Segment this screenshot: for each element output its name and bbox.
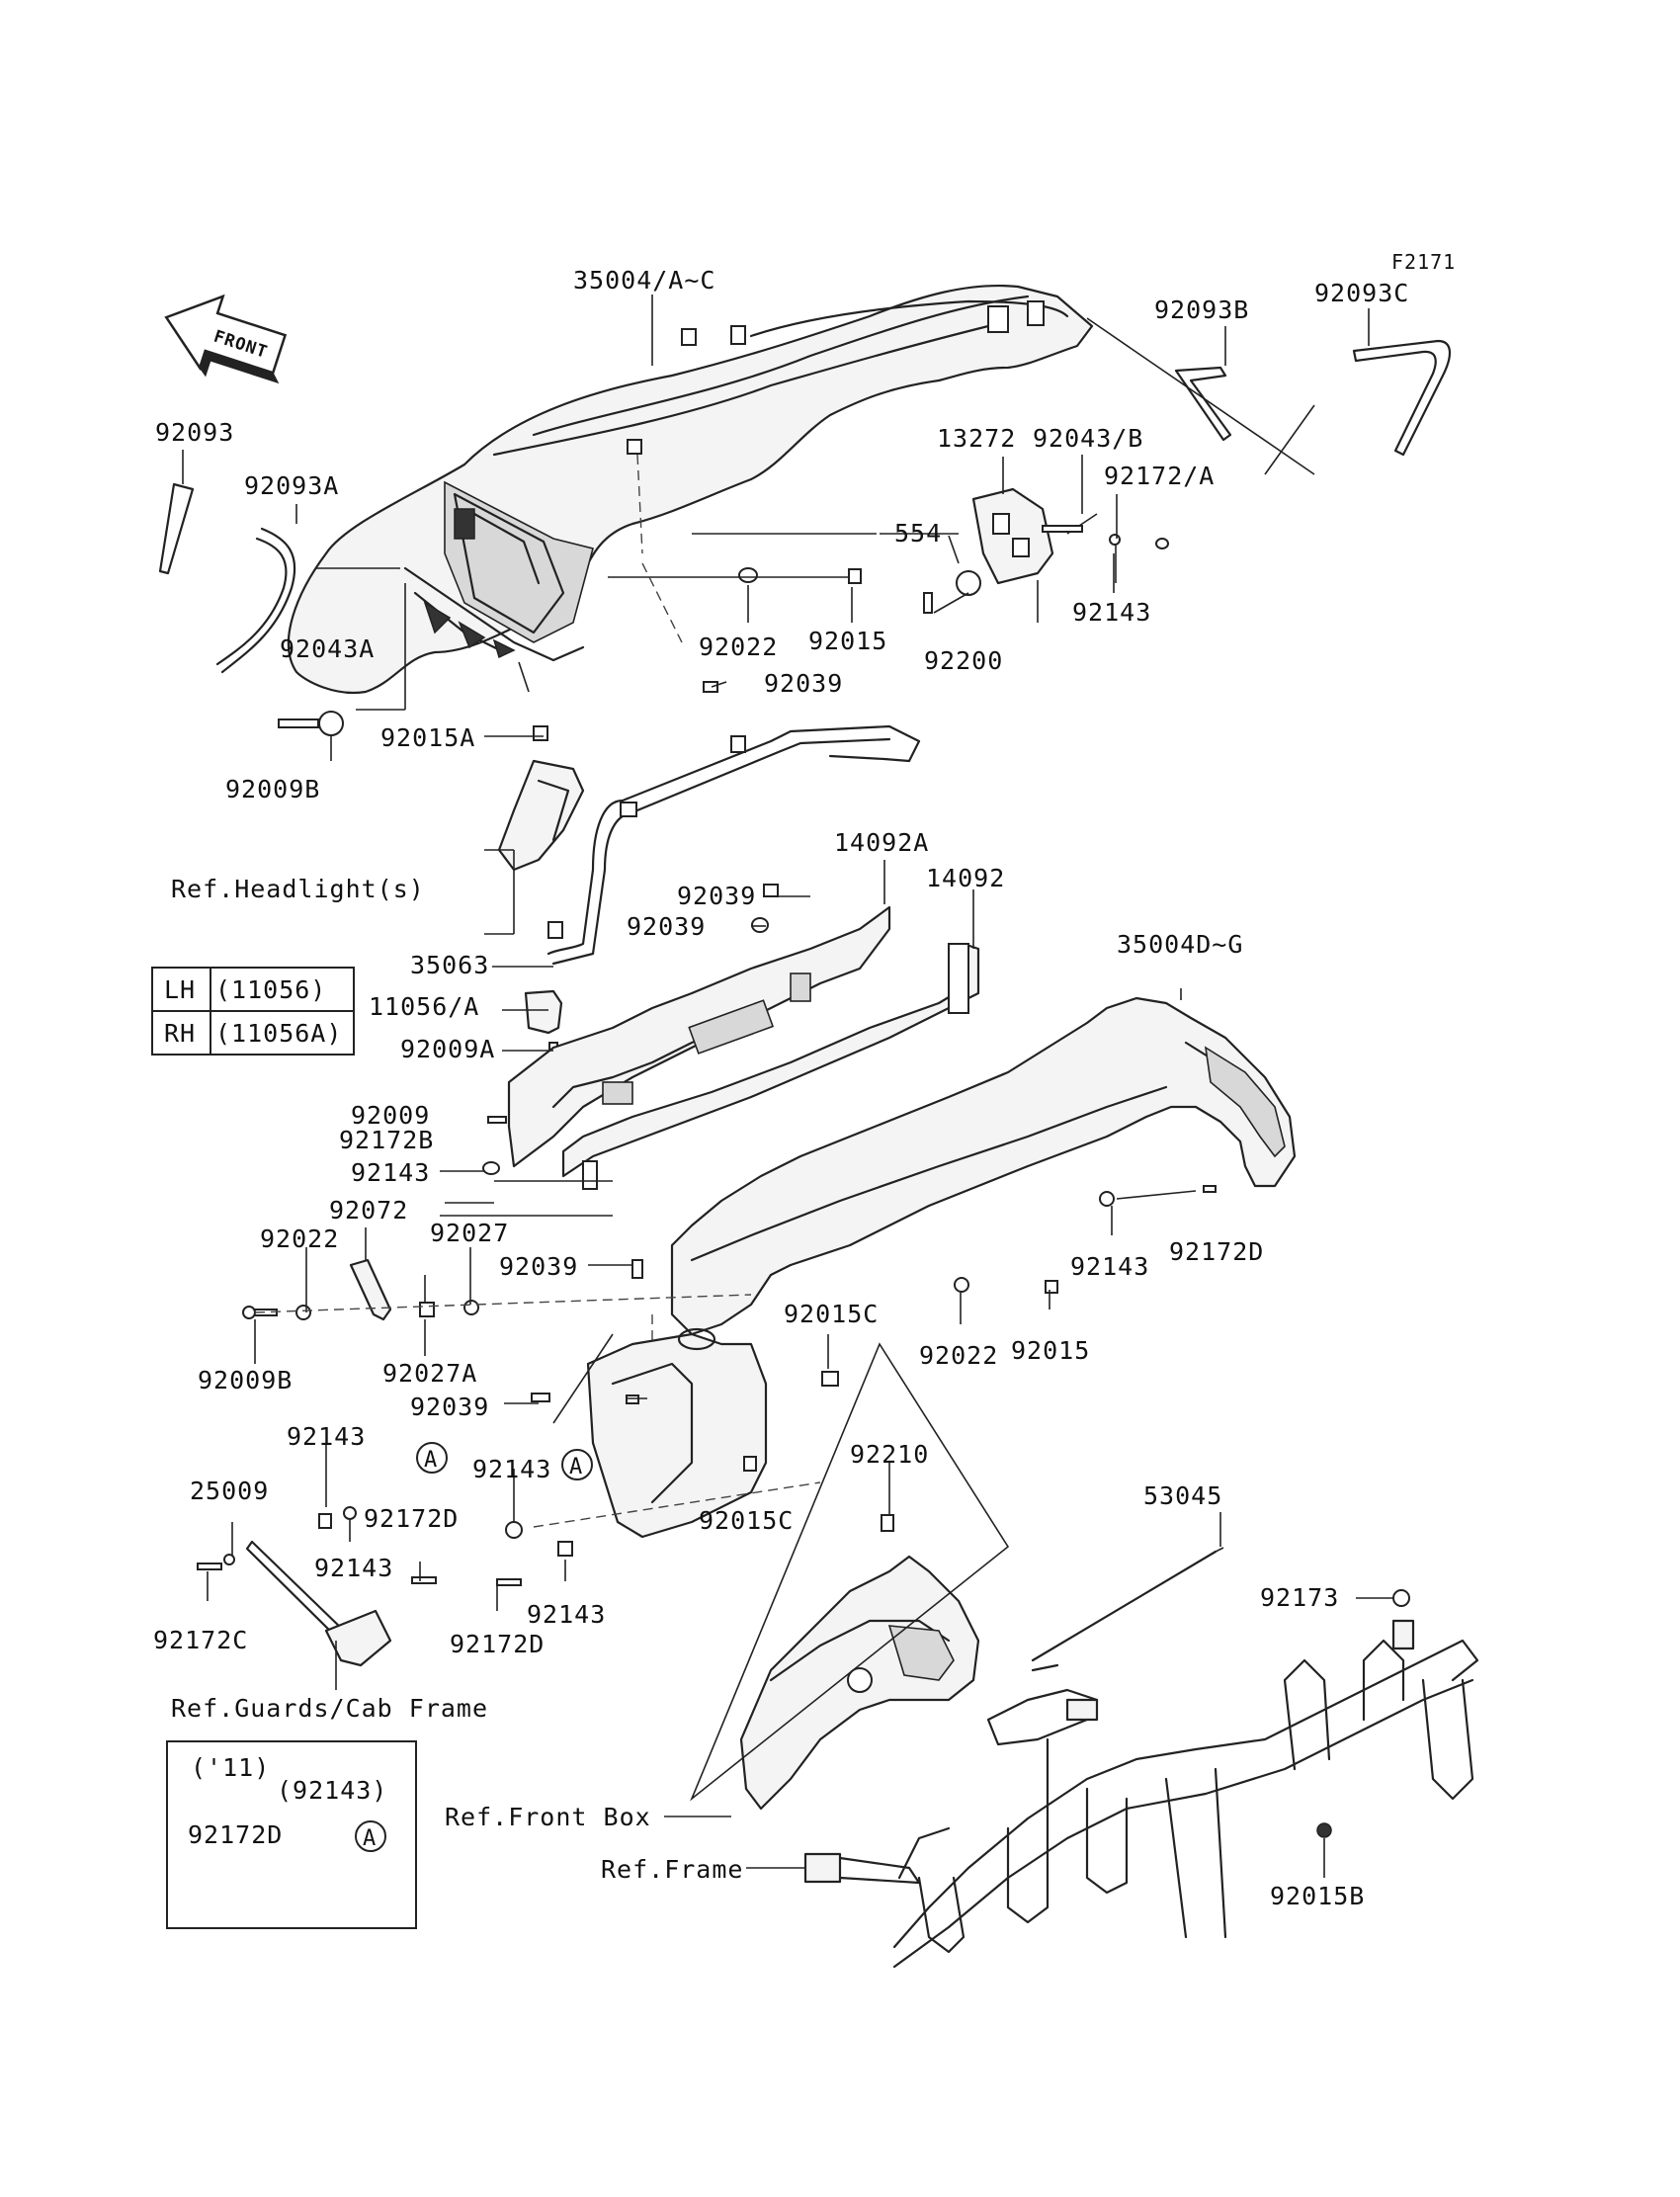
callout-92143-low4: 92143: [527, 1600, 606, 1629]
callout-92143-mid: 92143: [351, 1158, 430, 1187]
trim-strip-92093a: [215, 527, 296, 674]
ref-headlights: Ref.Headlight(s): [171, 875, 425, 903]
callout-554: 554: [894, 519, 942, 548]
ref-guards-cab-frame: Ref.Guards/Cab Frame: [171, 1694, 488, 1723]
callout-53045: 53045: [1143, 1481, 1222, 1510]
callout-25009: 25009: [190, 1477, 269, 1505]
upper-front-fender: [287, 284, 1094, 695]
callout-labels: 35004/A~C 92093B 92093C 92093 92093A 132…: [153, 266, 1409, 1910]
table-lh-side: LH: [164, 975, 196, 1004]
callout-92015b: 92015B: [1270, 1882, 1365, 1910]
panel-14092: [561, 942, 980, 1190]
callout-14092: 14092: [926, 864, 1005, 892]
callout-92143-right: 92143: [1070, 1252, 1149, 1281]
bracket-92072: [349, 1258, 392, 1321]
callout-92093c: 92093C: [1314, 279, 1409, 307]
mud-guard-92210: [739, 1514, 980, 1811]
callout-92172d-low2: 92172D: [450, 1630, 545, 1658]
ref-frame: Ref.Frame: [601, 1855, 743, 1884]
callout-92093: 92093: [155, 418, 234, 447]
callout-92009a: 92009A: [400, 1035, 495, 1063]
callout-35063: 35063: [410, 951, 489, 979]
callout-92027a: 92027A: [382, 1359, 477, 1388]
callout-92072: 92072: [329, 1196, 408, 1225]
detail-outline: [552, 1333, 1010, 1802]
callout-92093b: 92093B: [1154, 296, 1249, 324]
year-label: ('11): [191, 1753, 270, 1782]
guard-bracket: [245, 1540, 392, 1667]
callout-92015c-low: 92015C: [699, 1506, 794, 1535]
callout-92043a: 92043A: [280, 634, 375, 663]
callout-92022-right: 92022: [919, 1341, 998, 1370]
callout-92015c-top: 92015C: [784, 1300, 879, 1328]
leader-lines: [182, 295, 1393, 1878]
callout-11056-a: 11056/A: [369, 992, 479, 1021]
callout-35004d-g: 35004D~G: [1117, 930, 1243, 959]
callout-92027: 92027: [430, 1219, 509, 1247]
variant-table: LH (11056) RH (11056A): [151, 967, 355, 1056]
callout-92009b-left: 92009B: [198, 1366, 293, 1394]
callout-92172c: 92172C: [153, 1626, 248, 1654]
headlight-bracket: [497, 759, 585, 939]
callout-92039-mid: 92039: [499, 1252, 578, 1281]
callout-92143-top: 92143: [1072, 598, 1151, 627]
hardware-top: [278, 513, 1169, 741]
figure-code: F2171: [1391, 250, 1456, 274]
callout-92015-top: 92015: [808, 627, 887, 655]
trim-strip-92093b: [1174, 366, 1232, 442]
svg-text:A: A: [424, 1448, 438, 1473]
year-callout-92172d: 92172D: [188, 1820, 283, 1849]
stay-35063: [546, 724, 921, 966]
callout-92009: 92009: [351, 1101, 430, 1130]
callout-92172d-right: 92172D: [1169, 1237, 1264, 1266]
table-lh-part: (11056): [215, 975, 326, 1004]
lower-front-fender: [586, 996, 1297, 1539]
svg-text:A: A: [363, 1826, 377, 1851]
callout-92039-a: 92039: [677, 882, 756, 910]
callout-92039-b: 92039: [627, 912, 706, 941]
callout-92143-low2: 92143: [472, 1455, 551, 1483]
year-part-note: (92143): [277, 1776, 387, 1805]
callout-92043-b: 92043/B: [1033, 424, 1143, 453]
assembly-dash-lines: [254, 454, 821, 1528]
callout-92022-top: 92022: [699, 633, 778, 661]
marker-a-1: A: [416, 1442, 448, 1474]
panel-14092a: [507, 905, 891, 1168]
callout-92039-top: 92039: [764, 669, 843, 698]
reference-labels: Ref.Headlight(s) Ref.Guards/Cab Frame Re…: [171, 875, 743, 1884]
callout-13272: 13272: [937, 424, 1016, 453]
callout-92210: 92210: [850, 1440, 929, 1469]
svg-text:A: A: [569, 1455, 583, 1479]
marker-a-2: A: [561, 1449, 593, 1480]
callout-92015-right: 92015: [1011, 1336, 1090, 1365]
trim-strip-92093c: [1352, 339, 1451, 457]
ref-front-box: Ref.Front Box: [445, 1803, 651, 1831]
bracket-13272: [971, 487, 1054, 585]
front-direction-arrow: FRONT: [164, 294, 288, 384]
callout-92200: 92200: [924, 646, 1003, 675]
callout-92172-a: 92172/A: [1104, 462, 1215, 490]
cable-53045: [1031, 1547, 1224, 1672]
callout-92172d-low: 92172D: [364, 1504, 459, 1533]
table-rh-part: (11056A): [215, 1019, 342, 1048]
marker-a-3: A: [355, 1820, 386, 1852]
callout-14092a: 14092A: [834, 828, 929, 857]
callout-92093a: 92093A: [244, 471, 339, 500]
callout-92143-low3: 92143: [314, 1554, 393, 1582]
callout-92015a: 92015A: [380, 723, 475, 752]
callout-92039-low: 92039: [410, 1393, 489, 1421]
callout-92009b-top: 92009B: [225, 775, 320, 803]
callout-92172b: 92172B: [339, 1126, 434, 1154]
callout-35004-a-c: 35004/A~C: [573, 266, 715, 295]
callout-92022-left: 92022: [260, 1225, 339, 1253]
table-rh-side: RH: [164, 1019, 196, 1048]
callout-92173: 92173: [1260, 1583, 1339, 1612]
callout-92143-low1: 92143: [287, 1422, 366, 1451]
trim-strip-92093: [158, 482, 195, 575]
